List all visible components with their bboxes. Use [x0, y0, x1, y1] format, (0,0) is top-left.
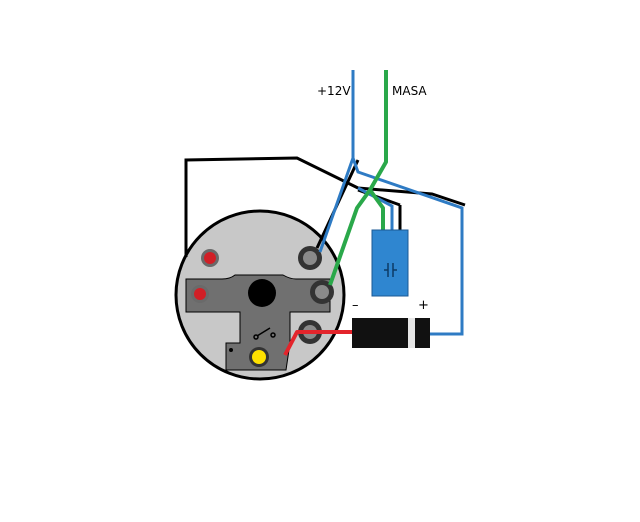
wire-green-cap-lead	[368, 188, 385, 232]
terminal-red-top	[201, 249, 219, 267]
capacitor-symbol-icon	[384, 263, 397, 277]
wire-red	[283, 330, 352, 356]
wire-black	[184, 156, 466, 257]
diode-plus-label: +	[418, 298, 429, 313]
capacitor-body	[371, 229, 409, 297]
plate-rivet	[229, 348, 233, 352]
label-masa: MASA	[392, 84, 427, 98]
diode-band	[408, 318, 415, 348]
terminal-right-top	[298, 246, 322, 270]
center-hole	[248, 279, 276, 307]
terminal-red-left	[191, 285, 209, 303]
switch-symbol-icon	[253, 327, 276, 340]
gauge-plate	[185, 274, 331, 371]
terminal-yellow-lamp	[249, 347, 269, 367]
wire-blue-to-diode	[351, 157, 464, 336]
diode-body	[352, 318, 430, 348]
diode-minus-label: –	[352, 298, 359, 313]
terminal-right-middle	[310, 280, 334, 304]
label-plus-12v: +12V	[317, 84, 351, 98]
